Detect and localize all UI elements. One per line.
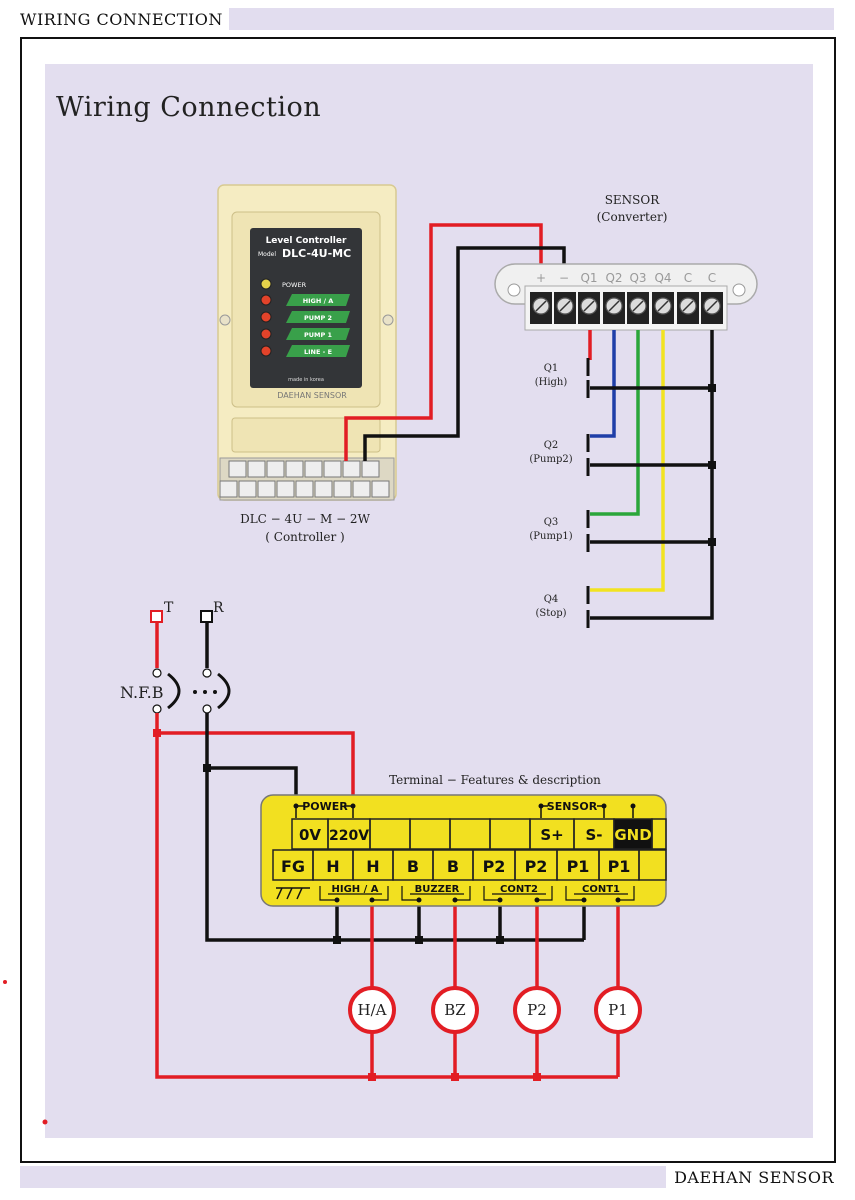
contact-name-q1: Q1 (544, 363, 559, 374)
terminal-bottom-cell: P2 (525, 857, 548, 876)
breaker-contact-t-icon (167, 672, 181, 710)
terminal-bottom-cell: H (326, 857, 339, 876)
stray-mark (42, 1119, 48, 1125)
mount-hole-left-icon (219, 314, 231, 326)
sensor-terminal-q2: Q2 (605, 271, 622, 285)
load-label: P1 (608, 1001, 628, 1019)
controller-terminal-block (219, 460, 390, 498)
indicator-label-pump1: PUMP 1 (304, 331, 333, 339)
load-devices: H/A BZ P2 P1 (348, 986, 642, 1034)
controller-brand: DAEHAN SENSOR (277, 391, 347, 400)
phase-t-label: T (164, 600, 174, 616)
indicator-label-pump2: PUMP 2 (304, 314, 332, 322)
controller-caption-role: ( Controller ) (265, 530, 344, 544)
power-led-icon (260, 278, 272, 290)
controller-caption-model: DLC − 4U − M − 2W (240, 512, 370, 526)
contact-name-q4: Q4 (544, 594, 559, 605)
sensor-terminal-plus: + (536, 271, 546, 285)
sensor-title: SENSOR (605, 193, 661, 207)
high-led-icon (260, 294, 272, 306)
group-label-cont2: CONT2 (500, 884, 538, 895)
contact-desc-q2: (Pump2) (529, 454, 572, 465)
load-p2-icon (513, 986, 561, 1034)
ground-icon (276, 887, 310, 900)
terminal-board: POWER SENSOR 0V 220V S+ S- GND (260, 794, 667, 907)
terminal-top-cell: 0V (299, 826, 321, 844)
contact-name-q3: Q3 (544, 517, 559, 528)
terminal-bottom-cell: P2 (483, 857, 506, 876)
stray-mark (3, 980, 7, 984)
terminal-bottom-cell: B (407, 857, 419, 876)
contact-desc-q3: (Pump1) (529, 531, 572, 542)
footer-bar: DAEHAN SENSOR (20, 1166, 834, 1188)
terminal-power-label: POWER (302, 800, 348, 813)
controller-made-in: made in korea (288, 377, 324, 383)
line-led-icon (260, 345, 272, 357)
terminal-sensor-label: SENSOR (547, 800, 598, 813)
indicator-label-line: LINE - E (304, 348, 332, 356)
terminal-top-cell: S+ (540, 826, 563, 844)
sensor-output-wires (588, 330, 714, 620)
phase-r-label: R (213, 600, 224, 616)
sensor-terminal-c2: C (708, 271, 716, 285)
load-ha-icon (348, 986, 396, 1034)
sensor-junctions (708, 384, 716, 546)
pump2-led-icon (260, 311, 272, 323)
power-wiring (155, 713, 620, 1079)
load-bz-icon (431, 986, 479, 1034)
terminal-bottom-cell: P1 (608, 857, 631, 876)
controller-unit: Level Controller Model DLC-4U-MC POWER H… (217, 184, 397, 544)
indicator-label-high: HIGH / A (303, 297, 334, 305)
sensor-subtitle: (Converter) (597, 210, 668, 224)
terminal-top-cell: GND (614, 826, 651, 844)
indicator-label-power: POWER (282, 281, 307, 289)
sensor-converter: SENSOR (Converter) + − Q1 Q2 Q3 Q4 C C (494, 193, 758, 331)
header-title: WIRING CONNECTION (20, 8, 229, 30)
group-label-buzzer: BUZZER (415, 884, 460, 895)
footer-brand: DAEHAN SENSOR (666, 1166, 834, 1188)
terminal-bottom-cell: FG (281, 857, 305, 876)
sensor-terminal-q1: Q1 (580, 271, 597, 285)
sensor-terminal-c1: C (684, 271, 692, 285)
wiring-junctions (153, 729, 541, 1081)
terminal-top-cell: S- (585, 826, 602, 844)
terminal-top-cell: 220V (329, 828, 369, 844)
terminal-bottom-cell: B (447, 857, 459, 876)
controller-model-prefix: Model (258, 251, 276, 258)
contact-desc-q1: (High) (535, 377, 568, 388)
power-input: T R N.F.B (120, 600, 231, 714)
terminal-caption: Terminal − Features & description (389, 773, 601, 787)
load-label: P2 (527, 1001, 547, 1019)
group-label-high: HIGH / A (331, 884, 378, 895)
header-bar: WIRING CONNECTION (20, 8, 834, 30)
controller-model: DLC-4U-MC (282, 247, 351, 260)
sensor-hole-right-icon (732, 283, 746, 297)
main-title: Wiring Connection (56, 92, 322, 123)
controller-panel-title: Level Controller (266, 236, 347, 246)
sensor-terminal-q4: Q4 (654, 271, 671, 285)
terminal-bottom-cell: H (366, 857, 379, 876)
sensor-terminal-q3: Q3 (629, 271, 646, 285)
load-label: BZ (444, 1001, 465, 1019)
group-label-cont1: CONT1 (582, 884, 620, 895)
load-p1-icon (594, 986, 642, 1034)
sensor-terminal-minus: − (559, 271, 569, 285)
sensor-supply-wires (344, 223, 566, 461)
load-label: H/A (358, 1001, 387, 1019)
breaker-label: N.F.B (120, 683, 164, 702)
breaker-contact-r-icon (217, 672, 231, 710)
mount-hole-right-icon (382, 314, 394, 326)
pump1-led-icon (260, 328, 272, 340)
contact-desc-q4: (Stop) (535, 608, 566, 619)
contact-name-q2: Q2 (544, 440, 559, 451)
content-panel (45, 64, 813, 1138)
terminal-bottom-cell: P1 (567, 857, 590, 876)
sensor-hole-left-icon (507, 283, 521, 297)
